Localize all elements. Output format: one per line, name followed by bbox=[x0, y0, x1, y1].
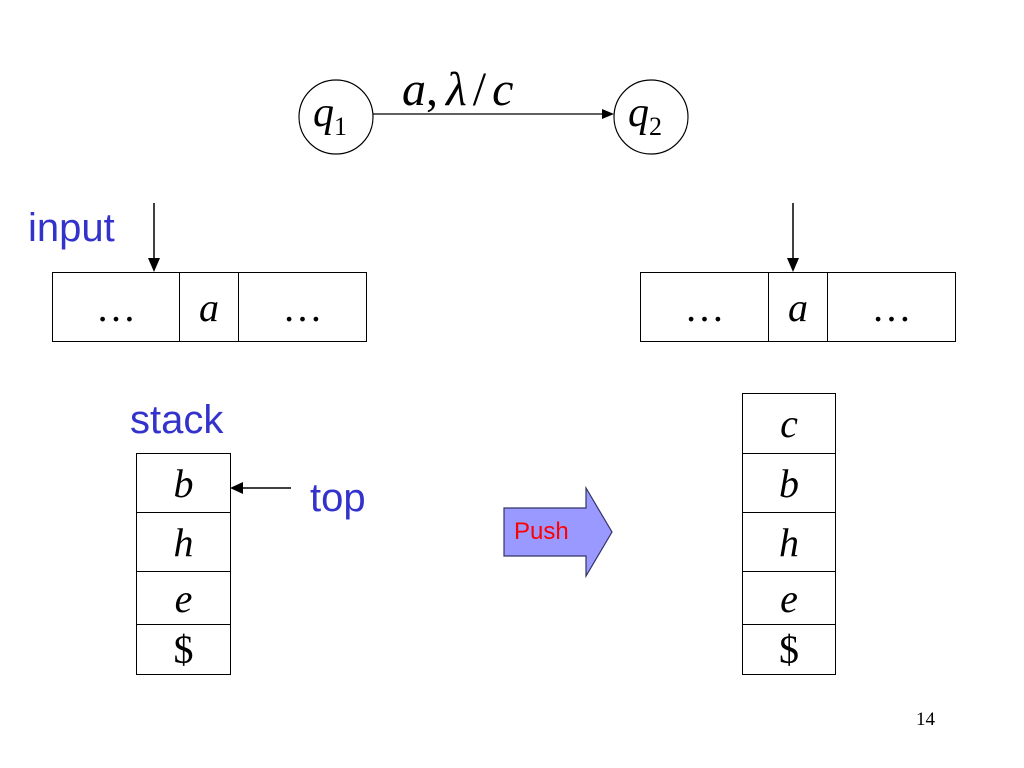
push-label: Push bbox=[514, 518, 569, 545]
tape-cell: … bbox=[52, 272, 180, 342]
stack-label: stack bbox=[130, 398, 224, 442]
stack-cell: $ bbox=[742, 624, 836, 675]
push-arrow-shape bbox=[503, 486, 613, 579]
top-label: top bbox=[310, 476, 366, 520]
state-q2-circle bbox=[613, 79, 689, 155]
tape-cell: a bbox=[768, 272, 828, 342]
state-q2-label: q2 bbox=[628, 90, 663, 142]
input-pointer-left-head bbox=[148, 258, 160, 272]
transition-label: a,λ/c bbox=[402, 63, 514, 116]
input-pointer-right-head bbox=[787, 258, 799, 272]
input-label: input bbox=[28, 206, 115, 250]
stack-cell: h bbox=[742, 512, 836, 572]
tape-cell: … bbox=[640, 272, 769, 342]
tape-cell: … bbox=[238, 272, 367, 342]
stack-cell: e bbox=[136, 571, 231, 625]
stack-cell: c bbox=[742, 393, 836, 454]
transition-diagram bbox=[298, 79, 689, 155]
stack-cell: b bbox=[742, 453, 836, 513]
push-arrow bbox=[503, 486, 613, 579]
stack-cell: h bbox=[136, 512, 231, 572]
stack-cell: $ bbox=[136, 624, 231, 675]
tape-cell: … bbox=[827, 272, 956, 342]
page-number: 14 bbox=[916, 709, 935, 730]
transition-arrow-head bbox=[602, 109, 614, 119]
tape-cell: a bbox=[179, 272, 239, 342]
stack-cell: e bbox=[742, 571, 836, 625]
top-pointer-arrow bbox=[230, 482, 291, 494]
state-q1-label: q1 bbox=[313, 90, 348, 142]
input-pointer-arrows bbox=[148, 203, 799, 272]
state-q1-circle bbox=[298, 79, 374, 155]
stack-cell: b bbox=[136, 453, 231, 513]
